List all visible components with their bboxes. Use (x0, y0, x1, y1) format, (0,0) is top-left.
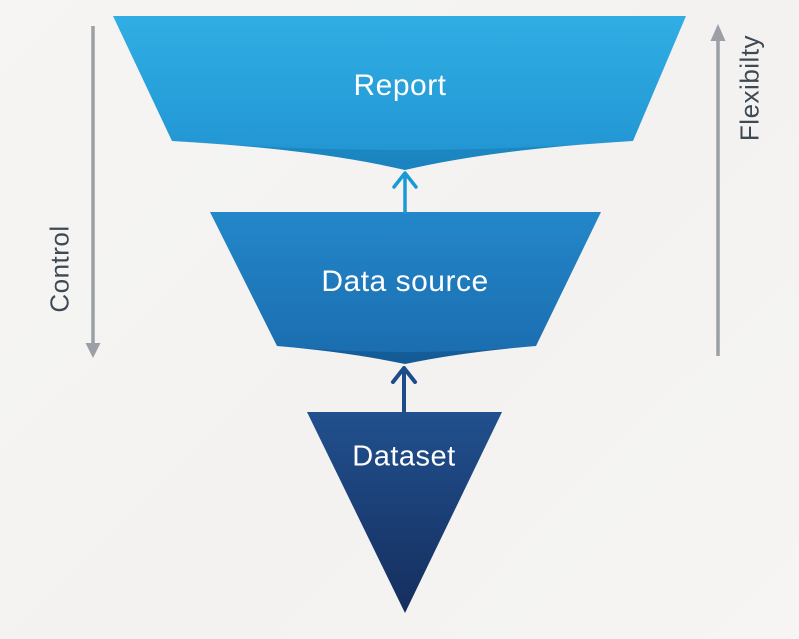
report-shape-fold-shadow (172, 141, 633, 170)
up-arrow-dataset-to-datasource-icon (391, 366, 417, 413)
flexibility-axis-label: Flexibilty (734, 34, 765, 142)
report-shape (113, 16, 686, 170)
dataset-shape (307, 412, 502, 613)
control-axis-label: Control (44, 225, 75, 313)
data-source-shape (210, 212, 601, 364)
data-source-layer-label: Data source (321, 265, 489, 298)
control-down-arrow-icon (85, 26, 101, 358)
up-arrow-datasource-to-report-icon (392, 171, 418, 214)
data-source-shape-fold-shadow (277, 346, 536, 364)
dataset-layer-label: Dataset (352, 440, 456, 473)
report-layer-label: Report (353, 69, 447, 102)
flexibility-up-arrow-icon (710, 24, 726, 356)
